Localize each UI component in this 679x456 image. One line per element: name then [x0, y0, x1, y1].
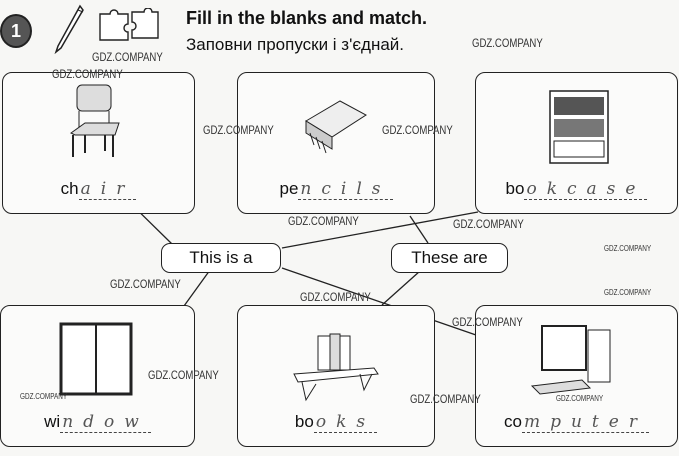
- answer-input[interactable]: air: [78, 179, 137, 200]
- watermark: GDZ.COMPANY: [110, 277, 181, 291]
- line-computer: [281, 267, 477, 336]
- watermark: GDZ.COMPANY: [203, 123, 274, 137]
- answer-input[interactable]: ncils: [298, 179, 393, 200]
- answer-input[interactable]: oks: [313, 412, 378, 433]
- pencils-picture: [305, 100, 367, 154]
- line-window: [183, 269, 211, 307]
- watermark: GDZ.COMPANY: [410, 392, 481, 406]
- watermark: GDZ.COMPANY: [382, 123, 453, 137]
- exercise-subtitle: Заповни пропуски і з'єднай.: [186, 35, 405, 54]
- puzzle-icon: [99, 8, 159, 41]
- window-picture: [59, 322, 133, 396]
- line-bookcase: [281, 211, 479, 249]
- watermark: GDZ.COMPANY: [52, 67, 123, 81]
- line-books: [381, 270, 421, 306]
- chair-picture: [70, 84, 120, 157]
- line-pencils: [409, 215, 429, 244]
- bubble-this-is-a[interactable]: This is a: [161, 243, 281, 273]
- books-picture: [293, 333, 379, 402]
- answer-input[interactable]: ndow: [60, 412, 151, 433]
- exercise-title: Fill in the blanks and match.: [186, 8, 428, 28]
- watermark: GDZ.COMPANY: [20, 392, 68, 401]
- watermark: GDZ.COMPANY: [92, 50, 163, 64]
- watermark: GDZ.COMPANY: [300, 290, 371, 304]
- pen-icon: [54, 4, 84, 54]
- watermark: GDZ.COMPANY: [288, 214, 359, 228]
- bookcase-picture: [549, 90, 609, 164]
- watermark: GDZ.COMPANY: [148, 368, 219, 382]
- watermark: GDZ.COMPANY: [604, 288, 652, 297]
- watermark: GDZ.COMPANY: [452, 315, 523, 329]
- exercise-number: 1: [0, 14, 32, 48]
- watermark: GDZ.COMPANY: [453, 217, 524, 231]
- watermark: GDZ.COMPANY: [604, 244, 652, 253]
- answer-input[interactable]: okcase: [524, 179, 648, 200]
- bubble-these-are[interactable]: These are: [391, 243, 508, 273]
- answer-input[interactable]: mputer: [521, 412, 649, 433]
- watermark: GDZ.COMPANY: [472, 36, 543, 50]
- watermark: GDZ.COMPANY: [556, 394, 604, 403]
- computer-picture: [530, 325, 611, 395]
